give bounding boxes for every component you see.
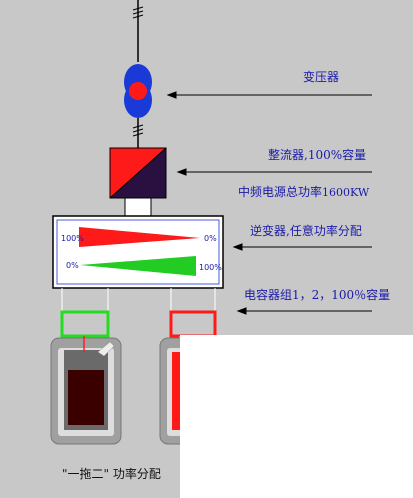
capacitor-label: 电容器组1，2，100％容量: [244, 288, 391, 302]
inverter-bottom-right-percent: 100%: [199, 263, 222, 272]
transformer-symbol: [124, 64, 152, 118]
rectifier-block: [109, 147, 167, 199]
transformer-label: 变压器: [303, 70, 340, 84]
blank-overlay: [180, 335, 413, 498]
total-power-label: 中频电源总功率1600KW: [238, 185, 369, 200]
capacitor-bank-1: [60, 310, 110, 338]
inverter-top-right-percent: 0%: [204, 234, 217, 243]
triple-hash-mark-mid: [132, 124, 144, 137]
capacitor-bank-2: [169, 310, 217, 338]
inverter-bar-top: [79, 227, 200, 247]
diagram-caption: "一拖二" 功率分配: [62, 467, 161, 481]
branch-right: [170, 288, 216, 312]
inverter-label: 逆变器,任意功率分配: [250, 224, 362, 238]
leader-arrows: [166, 91, 372, 315]
total-power-prefix: 中频电源总功率: [238, 185, 323, 199]
inverter-bottom-left-percent: 0%: [66, 261, 79, 270]
inverter-top-left-percent: 100%: [61, 234, 84, 243]
rectifier-label: 整流器,100%容量: [268, 148, 367, 162]
inverter-bar-bottom: [80, 256, 196, 276]
dc-link-block: [124, 197, 152, 217]
total-power-value: 1600KW: [322, 186, 370, 199]
inverter-panel: [52, 215, 224, 289]
triple-hash-mark-top: [132, 6, 144, 19]
branch-left: [61, 288, 109, 312]
furnace-1: [50, 336, 122, 445]
